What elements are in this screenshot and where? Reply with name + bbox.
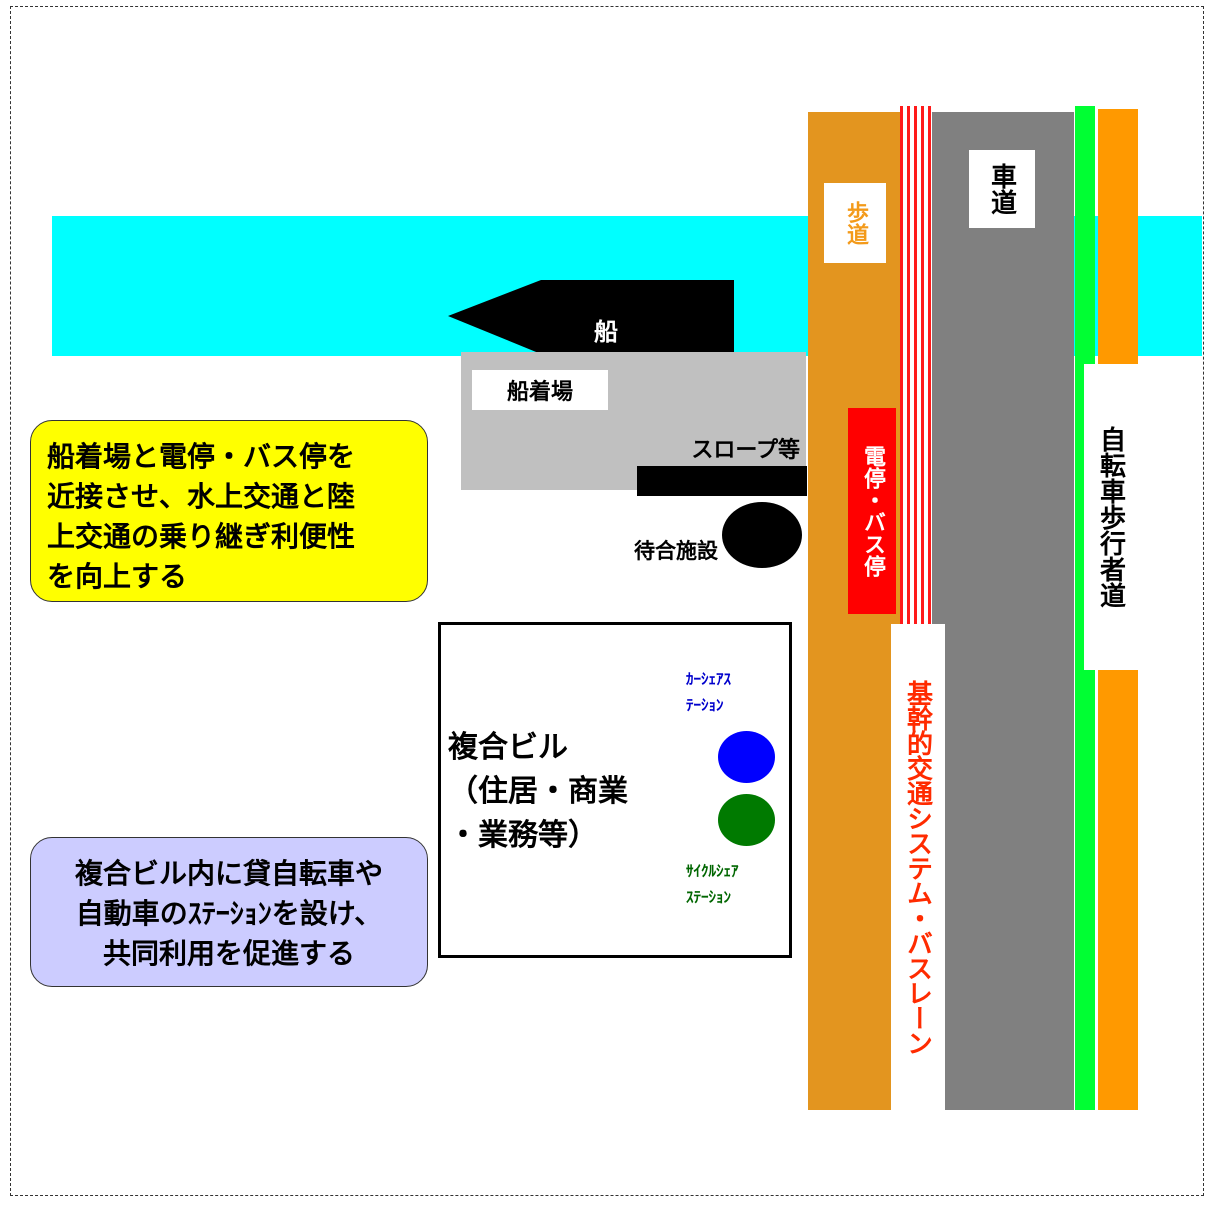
car-share-line: ﾃｰｼｮﾝ bbox=[686, 696, 724, 714]
callout-line: 共同利用を促進する bbox=[102, 937, 355, 970]
callout-line: 自動車のｽﾃｰｼｮﾝを設け、 bbox=[75, 897, 383, 930]
slope-bar bbox=[637, 466, 807, 496]
diagram-frame bbox=[10, 6, 1204, 1196]
complex-name-line: 複合ビル bbox=[448, 730, 568, 765]
cycle-pedestrian-path-label: 自転車歩行者道 bbox=[1084, 364, 1138, 670]
sidewalk-label: 歩道 bbox=[824, 183, 886, 263]
roadway-label: 車道 bbox=[969, 150, 1035, 228]
roadway-strip bbox=[932, 112, 1074, 1110]
callout-line: を向上する bbox=[47, 560, 188, 593]
cycle-share-station-marker bbox=[718, 794, 775, 846]
car-share-station-marker bbox=[718, 731, 775, 783]
cycle-share-line: ｽﾃｰｼｮﾝ bbox=[686, 888, 732, 906]
bus-stop-box: 電停・バス停 bbox=[848, 408, 896, 614]
pier-label: 船着場 bbox=[472, 370, 608, 410]
waiting-facility-shape bbox=[722, 502, 802, 568]
complex-building-box bbox=[438, 622, 792, 958]
slope-label: スロープ等 bbox=[691, 438, 800, 463]
trunk-lane-label: 基幹的交通システム・バスレーン bbox=[891, 624, 945, 1110]
sharing-callout: 複合ビル内に貸自転車や 自動車のｽﾃｰｼｮﾝを設け、 共同利用を促進する bbox=[30, 837, 428, 987]
cycle-share-line: ｻｲｸﾙｼｪｱ bbox=[686, 862, 739, 880]
transfer-callout: 船着場と電停・バス停を 近接させ、水上交通と陸 上交通の乗り継ぎ利便性 を向上す… bbox=[30, 420, 428, 602]
callout-line: 複合ビル内に貸自転車や bbox=[74, 857, 383, 890]
callout-line: 船着場と電停・バス停を bbox=[47, 440, 356, 473]
complex-building-label: 複合ビル （住居・商業 ・業務等） bbox=[448, 726, 688, 858]
complex-name-line: ・業務等） bbox=[448, 818, 598, 853]
ship-label: 船 bbox=[594, 318, 618, 346]
cycle-share-label: ｻｲｸﾙｼｪｱ ｽﾃｰｼｮﾝ bbox=[686, 858, 782, 910]
car-share-line: ｶｰｼｪｱｽ bbox=[686, 670, 732, 688]
complex-name-line: （住居・商業 bbox=[448, 774, 628, 809]
waiting-facility-label: 待合施設 bbox=[634, 539, 718, 563]
car-share-label: ｶｰｼｪｱｽ ﾃｰｼｮﾝ bbox=[686, 666, 782, 718]
callout-line: 上交通の乗り継ぎ利便性 bbox=[47, 520, 356, 553]
ship-shape: 船 bbox=[448, 280, 734, 354]
callout-line: 近接させ、水上交通と陸 bbox=[47, 480, 356, 513]
